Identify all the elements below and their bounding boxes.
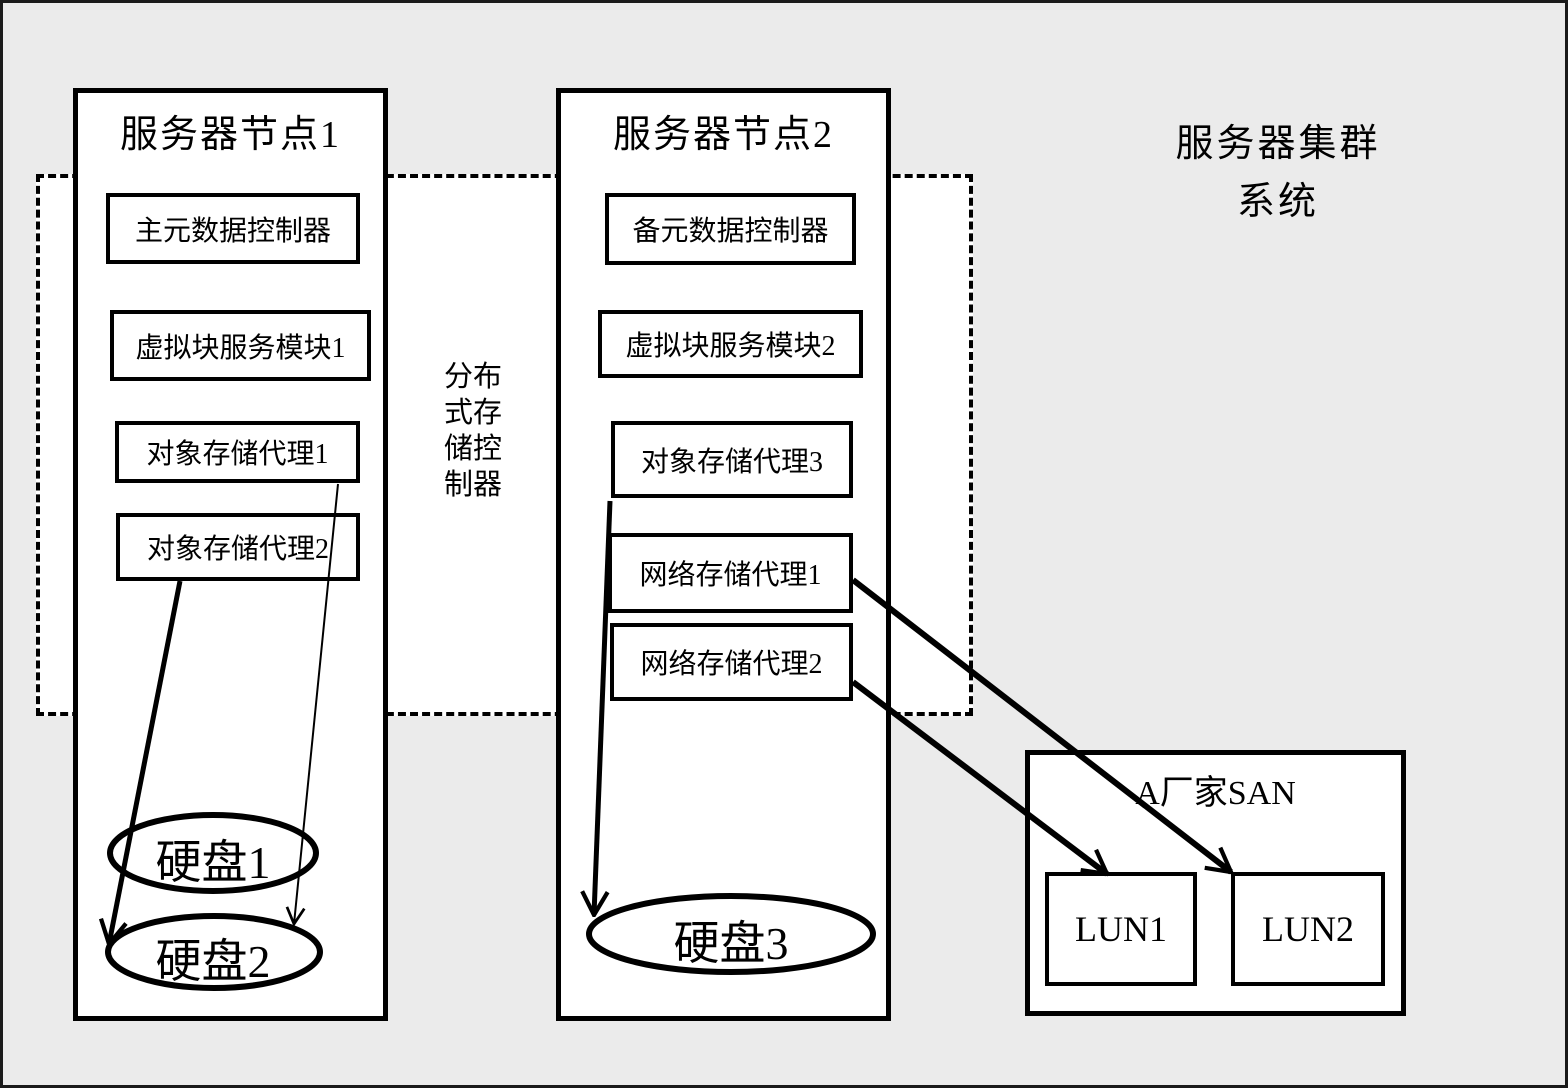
vendor-a-san-title: A厂家SAN	[1135, 775, 1296, 812]
distributed-storage-controller-label: 分布 式存 储控 制器	[443, 361, 502, 501]
server-node-1-title: 服务器节点1	[119, 114, 341, 156]
disk2-label: 硬盘2	[155, 936, 271, 987]
module-object-storage-agent-1: 对象存储代理1	[115, 421, 360, 483]
module-virtual-block-service-1: 虚拟块服务模块1	[110, 310, 371, 381]
server-node-2-title: 服务器节点2	[612, 114, 834, 156]
lun2-box: LUN2	[1231, 872, 1385, 986]
module-virtual-block-service-2: 虚拟块服务模块2	[598, 310, 863, 378]
lun1-box: LUN1	[1045, 872, 1197, 986]
module-object-storage-agent-3: 对象存储代理3	[611, 421, 853, 498]
module-backup-metadata-controller: 备元数据控制器	[605, 193, 856, 265]
disk1-label: 硬盘1	[155, 837, 271, 888]
module-master-metadata-controller: 主元数据控制器	[106, 193, 360, 264]
module-network-storage-agent-2: 网络存储代理2	[610, 623, 853, 701]
module-object-storage-agent-2: 对象存储代理2	[116, 513, 360, 581]
disk3-label: 硬盘3	[673, 918, 789, 969]
server-cluster-system-title: 服务器集群 系统	[1175, 123, 1381, 223]
module-network-storage-agent-1: 网络存储代理1	[608, 533, 853, 613]
